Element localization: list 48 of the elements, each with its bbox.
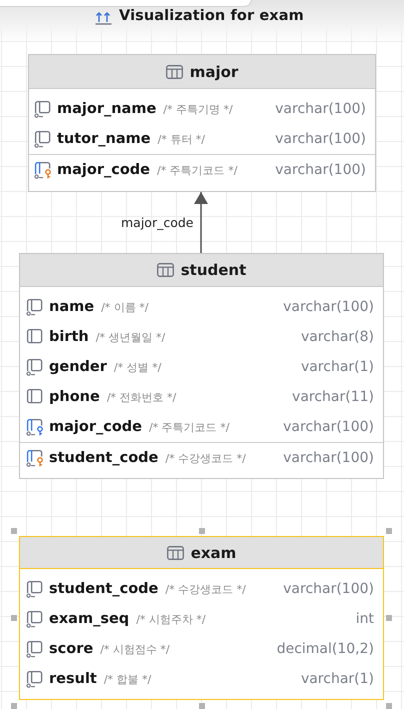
column-type: varchar(100) (274, 162, 366, 178)
column-type: varchar(1) (300, 671, 374, 687)
column-name: phone (49, 389, 100, 405)
column-name: student_code (49, 581, 158, 597)
column-comment: /* 튜터 */ (158, 132, 206, 146)
column-name: major_code (57, 162, 150, 178)
column-comment: /* 시험주차 */ (136, 612, 206, 626)
column-type: varchar(100) (282, 419, 374, 435)
table-box (19, 536, 384, 700)
column-comment: /* 수강생코드 */ (165, 582, 246, 596)
column-type: decimal(10,2) (276, 641, 374, 657)
edge-label: major_code (121, 215, 194, 230)
column-type: varchar(8) (300, 329, 374, 345)
table-name: student (180, 261, 246, 279)
column-name: name (49, 299, 94, 315)
column-name: major_code (49, 419, 142, 435)
column-type: varchar(100) (282, 450, 374, 466)
arrow (194, 192, 208, 253)
column-type: varchar(100) (282, 299, 374, 315)
column-comment: /* 성별 */ (114, 360, 162, 374)
table-box (19, 253, 384, 479)
column-comment: /* 주특기코드 */ (157, 162, 238, 178)
table-name: exam (190, 544, 236, 562)
column-name: result (49, 671, 97, 687)
column-name: tutor_name (57, 131, 151, 147)
column-comment: /* 생년월일 */ (96, 330, 166, 344)
column-name: student_code (49, 450, 158, 466)
column-type: varchar(100) (282, 581, 374, 597)
column-comment: /* 주특기명 */ (163, 102, 233, 116)
column-type: varchar(100) (274, 131, 366, 147)
column-type: varchar(100) (274, 101, 366, 117)
table-name: major (190, 62, 238, 80)
column-comment: /* 수강생코드 */ (165, 450, 246, 466)
table-box (28, 54, 376, 192)
column-comment: /* 주특기코드 */ (149, 420, 230, 434)
column-name: score (49, 641, 94, 657)
column-name: major_name (57, 101, 156, 117)
column-type: int (354, 611, 374, 627)
column-name: gender (49, 359, 107, 375)
column-name: exam_seq (49, 611, 130, 627)
column-comment: /* 합불 */ (104, 672, 152, 686)
column-type: varchar(1) (300, 359, 374, 375)
column-comment: /* 시험점수 */ (100, 642, 170, 656)
column-comment: /* 전화번호 */ (106, 390, 176, 404)
column-type: varchar(11) (291, 389, 374, 405)
column-comment: /* 이름 */ (101, 300, 148, 314)
column-name: birth (49, 329, 89, 345)
title: Visualization for exam (119, 8, 304, 24)
